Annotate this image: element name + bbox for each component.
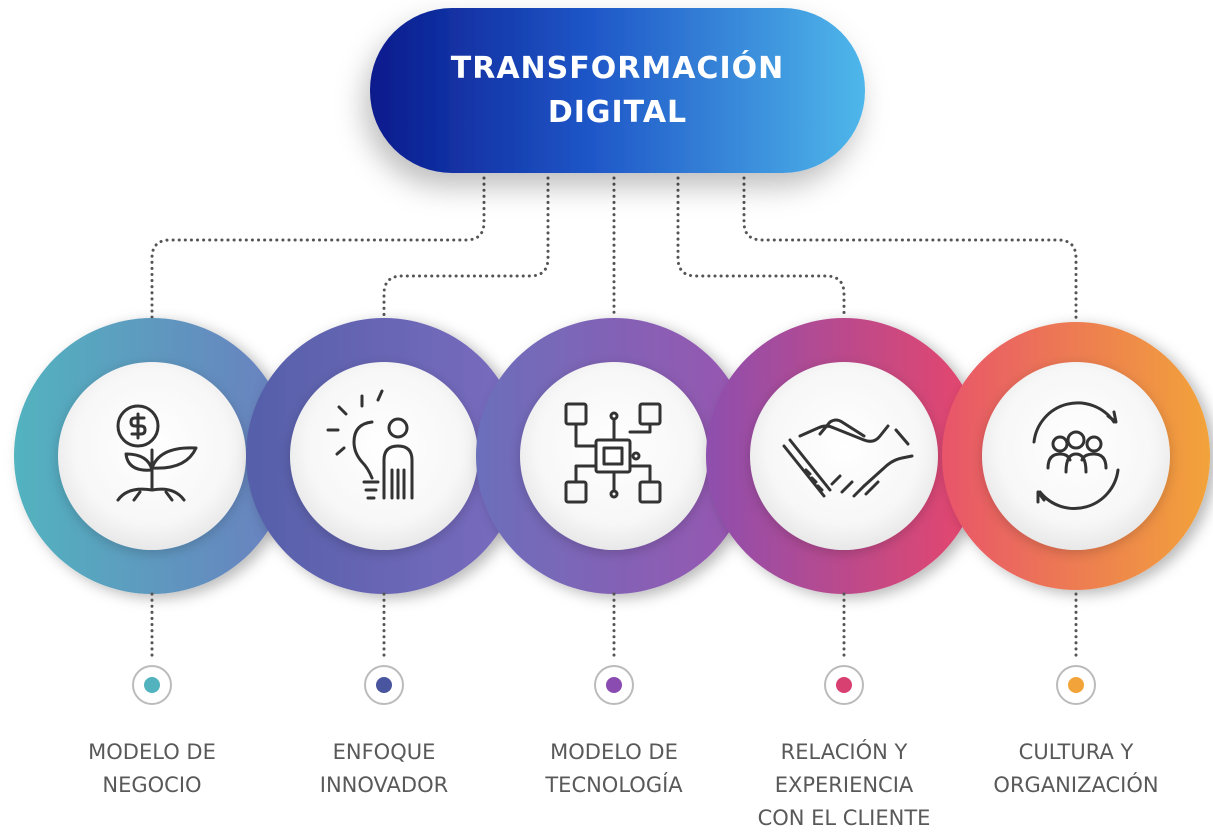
bottom-markers	[132, 665, 1096, 705]
label-line: ENFOQUE	[332, 740, 436, 764]
label-line: TECNOLOGÍA	[545, 773, 683, 797]
label-line: ORGANIZACIÓN	[993, 773, 1159, 797]
label-cultura-y-organizacion: CULTURA Y ORGANIZACIÓN	[961, 736, 1191, 802]
marker-dot-4	[824, 665, 864, 705]
header-title-line2: DIGITAL	[547, 94, 688, 130]
label-line: MODELO DE	[550, 740, 678, 764]
label-modelo-de-tecnologia: MODELO DE TECNOLOGÍA	[499, 736, 729, 802]
marker-dot-1	[132, 665, 172, 705]
ring-cultura-y-organizacion	[942, 322, 1210, 590]
label-line: NEGOCIO	[102, 773, 202, 797]
handshake-icon	[782, 418, 914, 498]
marker-dot-2	[364, 665, 404, 705]
connector-4	[676, 176, 846, 320]
label-line: EXPERIENCIA	[774, 773, 914, 797]
label-line: CULTURA Y	[1018, 740, 1134, 764]
label-enfoque-innovador: ENFOQUE INNOVADOR	[269, 736, 499, 802]
label-modelo-de-negocio: MODELO DE NEGOCIO	[37, 736, 267, 802]
connector-1	[150, 176, 486, 320]
marker-dot-3	[594, 665, 634, 705]
bottom-connectors	[150, 592, 1078, 662]
header-title-line1: TRANSFORMACIÓN	[450, 50, 785, 86]
label-line: INNOVADOR	[319, 773, 449, 797]
header-pill	[370, 8, 865, 173]
ring-relacion-y-experiencia	[706, 318, 982, 594]
idea-person-icon	[326, 389, 414, 500]
circuit-chip-icon	[564, 402, 662, 504]
connector-5	[742, 176, 1078, 320]
money-plant-icon	[116, 404, 198, 502]
connector-2	[382, 176, 550, 320]
marker-dot-5	[1056, 665, 1096, 705]
team-cycle-icon	[1032, 401, 1120, 510]
header-title: TRANSFORMACIÓN DIGITAL	[370, 8, 865, 173]
label-line: MODELO DE	[88, 740, 216, 764]
label-line: RELACIÓN Y	[780, 740, 908, 764]
connector-lines	[150, 176, 1078, 320]
label-line: CON EL CLIENTE	[757, 806, 931, 830]
label-relacion-y-experiencia: RELACIÓN Y EXPERIENCIA CON EL CLIENTE	[729, 736, 959, 835]
